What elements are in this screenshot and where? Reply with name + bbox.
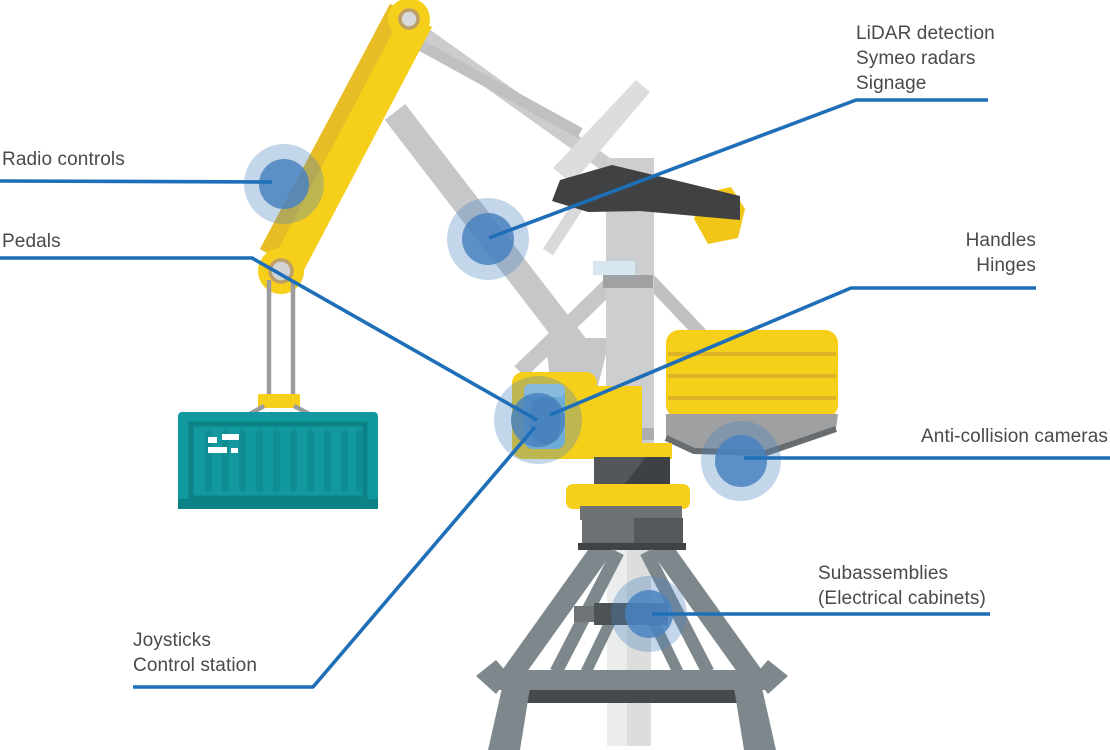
marker-radio-controls [244, 144, 324, 224]
label-lidar-line1: LiDAR detection [856, 23, 995, 44]
label-lidar-line2: Symeo radars [856, 48, 976, 69]
callout-line-pedals [0, 256, 538, 422]
callout-line-joysticks [133, 425, 537, 689]
crane-base [476, 518, 788, 750]
callout-lines [0, 98, 1110, 689]
crane-mast [593, 158, 654, 746]
marker-cab [494, 376, 582, 464]
label-radio-controls: Radio controls [2, 149, 125, 170]
label-lidar: LiDAR detection Symeo radars Signage [856, 21, 995, 96]
spreader-bar [258, 394, 300, 408]
hoist-cables [239, 280, 321, 421]
marker-lidar [447, 198, 529, 280]
marker-subassemblies [611, 576, 687, 652]
mast-window [593, 261, 635, 275]
annotation-markers [244, 144, 781, 652]
label-joysticks-line2: Control station [133, 655, 258, 676]
label-subassemblies-line1: Subassemblies [818, 563, 949, 584]
label-joysticks: Joysticks Control station [133, 628, 257, 678]
label-handles: Handles Hinges [966, 228, 1036, 278]
label-lidar-line3: Signage [856, 73, 927, 94]
marker-anti-collision [701, 421, 781, 501]
label-pedals: Pedals [2, 231, 61, 252]
label-subassemblies: Subassemblies (Electrical cabinets) [818, 561, 986, 611]
container-label-marks [208, 434, 239, 453]
label-joysticks-line1: Joysticks [133, 630, 211, 651]
label-handles-line2: Hinges [976, 255, 1036, 276]
callout-line-radio-controls [0, 179, 273, 184]
callout-line-lidar [488, 98, 988, 240]
boom-top-pivot [398, 8, 420, 30]
callout-line-handles [549, 286, 1036, 417]
label-anti-collision: Anti-collision cameras [921, 426, 1108, 447]
label-handles-line1: Handles [965, 230, 1036, 251]
label-subassemblies-line2: (Electrical cabinets) [818, 588, 986, 609]
shipping-container [178, 412, 378, 509]
counter-jib [552, 165, 745, 244]
